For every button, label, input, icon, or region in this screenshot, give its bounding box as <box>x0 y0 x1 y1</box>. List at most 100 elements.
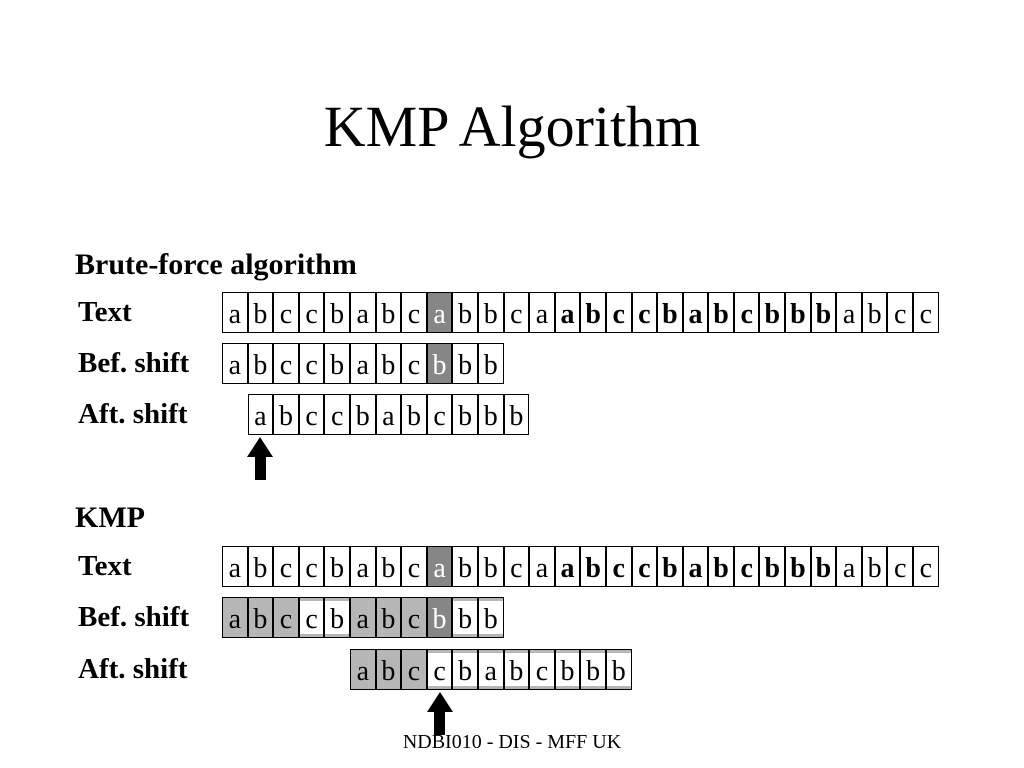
cell: c <box>503 292 530 333</box>
cell: a <box>836 292 862 333</box>
cell-highlight-light: c <box>273 597 299 638</box>
cell: c <box>401 292 427 333</box>
cell: b <box>247 343 274 384</box>
cell: b <box>605 649 632 690</box>
cell: c <box>273 343 299 384</box>
cell: c <box>298 292 325 333</box>
cell: a <box>529 546 555 587</box>
cell: c <box>298 343 325 384</box>
cell-highlight-light: a <box>222 597 248 638</box>
arrow-stem <box>434 712 446 735</box>
cell-highlight-dark: a <box>426 546 453 587</box>
cell: a <box>222 292 248 333</box>
cell: c <box>298 546 325 587</box>
cell: c <box>426 394 453 435</box>
shift-pointer-arrow-icon <box>426 692 453 735</box>
cell: a <box>836 546 862 587</box>
cell: c <box>913 292 939 333</box>
cell: c <box>631 546 658 587</box>
cell: c <box>503 546 530 587</box>
row-label: Bef. shift <box>78 347 190 379</box>
cell: b <box>477 597 504 638</box>
cell: a <box>349 343 376 384</box>
cell-highlight-dark: a <box>426 292 453 333</box>
cell: b <box>273 394 299 435</box>
cell: a <box>222 343 248 384</box>
cell: b <box>375 343 402 384</box>
row-label: Text <box>78 550 132 582</box>
cell: b <box>349 394 376 435</box>
cell: c <box>401 546 427 587</box>
cell: b <box>452 394 478 435</box>
section-heading-brute-force-algorithm: Brute-force algorithm <box>75 248 357 281</box>
cell: b <box>708 546 734 587</box>
cell-highlight-light: a <box>349 597 376 638</box>
cell: c <box>324 394 350 435</box>
row-label: Text <box>78 296 132 328</box>
arrow-head <box>247 437 274 457</box>
cell: c <box>605 292 632 333</box>
row-label: Aft. shift <box>78 653 188 685</box>
cell: b <box>503 649 530 690</box>
cell: c <box>733 292 760 333</box>
cell: b <box>375 546 402 587</box>
cell: b <box>785 292 811 333</box>
cell: b <box>477 343 504 384</box>
cell: c <box>529 649 555 690</box>
cell: b <box>247 546 274 587</box>
cell: a <box>682 546 709 587</box>
cell: a <box>682 292 709 333</box>
cell: c <box>426 649 453 690</box>
cell: b <box>324 343 350 384</box>
cell-highlight-light: b <box>375 597 402 638</box>
cell: b <box>452 649 478 690</box>
shift-pointer-arrow-icon <box>247 437 274 480</box>
slide-footer: NDBI010 - DIS - MFF UK <box>402 731 622 753</box>
cell: b <box>324 292 350 333</box>
cell: b <box>810 546 837 587</box>
cell: b <box>554 649 581 690</box>
cell: b <box>324 546 350 587</box>
cell: b <box>861 546 888 587</box>
cell: c <box>401 343 427 384</box>
cell: c <box>631 292 658 333</box>
cell: a <box>554 546 581 587</box>
cell: c <box>298 597 325 638</box>
cell-highlight-light: a <box>350 649 376 690</box>
row-label: Bef. shift <box>78 601 190 633</box>
cell: b <box>580 546 606 587</box>
cell: b <box>375 292 402 333</box>
cell: b <box>580 292 606 333</box>
cell: b <box>401 394 427 435</box>
cell-highlight-light: b <box>375 649 402 690</box>
cell: b <box>247 292 274 333</box>
cell: a <box>375 394 402 435</box>
cell: a <box>247 394 274 435</box>
arrow-head <box>426 692 453 712</box>
cell: a <box>222 546 248 587</box>
cell: b <box>785 546 811 587</box>
row-label: Aft. shift <box>78 398 188 430</box>
cell: a <box>554 292 581 333</box>
cell: b <box>657 292 683 333</box>
cell: b <box>477 394 504 435</box>
cell: a <box>477 649 504 690</box>
cell-highlight-dark: b <box>426 597 453 638</box>
cell: b <box>657 546 683 587</box>
cell: c <box>887 292 914 333</box>
arrow-stem <box>254 457 266 480</box>
cell: b <box>708 292 734 333</box>
cell: b <box>759 292 786 333</box>
cell: c <box>887 546 914 587</box>
cell: a <box>529 292 555 333</box>
